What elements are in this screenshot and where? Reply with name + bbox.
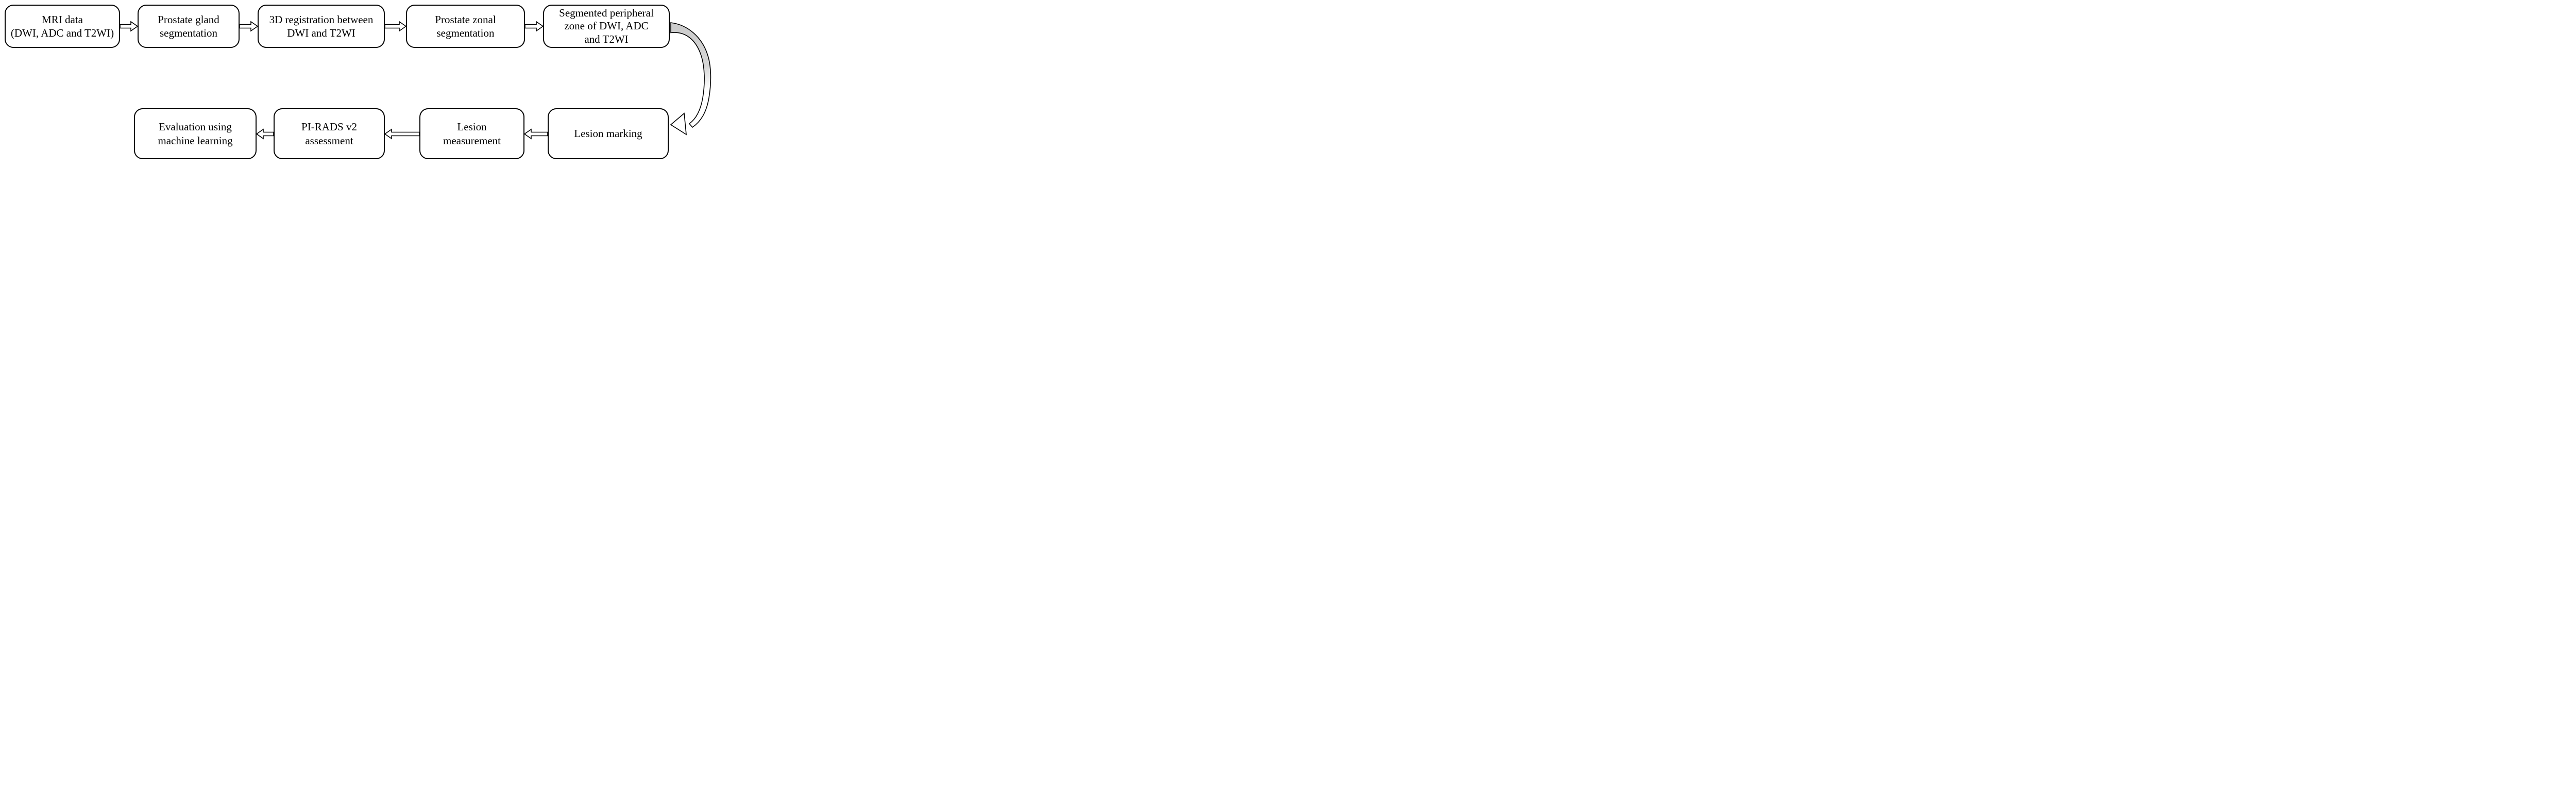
node-label-line: Evaluation using xyxy=(159,121,232,133)
curved-connector-arrowhead-icon xyxy=(670,112,687,136)
node-label-line: DWI and T2WI xyxy=(287,27,355,39)
node-label-line: Lesion xyxy=(457,121,487,133)
node-evaluation-machine-learning: Evaluation using machine learning xyxy=(134,108,257,159)
arrow-3d-registration-to-zonal-icon xyxy=(384,21,407,32)
node-label-line: 3D registration between xyxy=(269,13,374,26)
curved-connector-band xyxy=(670,22,711,128)
node-label-line: Prostate gland xyxy=(158,13,219,26)
node-prostate-gland-segmentation: Prostate gland segmentation xyxy=(138,5,240,48)
node-lesion-measurement: Lesion measurement xyxy=(419,108,524,159)
node-segmented-peripheral-zone: Segmented peripheral zone of DWI, ADC an… xyxy=(543,5,670,48)
node-pi-rads-v2-assessment: PI-RADS v2 assessment xyxy=(274,108,385,159)
node-label-line: Lesion marking xyxy=(574,127,642,140)
node-label-line: PI-RADS v2 xyxy=(301,121,357,133)
node-mri-data: MRI data (DWI, ADC and T2WI) xyxy=(5,5,120,48)
node-label-line: measurement xyxy=(443,134,501,147)
node-label-line: segmentation xyxy=(160,27,217,39)
node-label-line: and T2WI xyxy=(584,32,629,45)
arrow-marking-to-measurement-icon xyxy=(523,128,548,140)
node-3d-registration: 3D registration between DWI and T2WI xyxy=(258,5,385,48)
arrow-measurement-to-pirads-icon xyxy=(384,128,420,140)
node-label-line: machine learning xyxy=(158,134,233,147)
node-label-line: (DWI, ADC and T2WI) xyxy=(10,27,114,39)
node-label-line: assessment xyxy=(305,134,353,147)
node-label-line: segmentation xyxy=(436,27,495,39)
node-label-line: MRI data xyxy=(42,13,83,26)
node-prostate-zonal-segmentation: Prostate zonal segmentation xyxy=(406,5,525,48)
node-label-line: Prostate zonal xyxy=(435,13,496,26)
arrow-zonal-to-peripheral-zone-icon xyxy=(524,21,544,32)
node-lesion-marking: Lesion marking xyxy=(548,108,669,159)
arrow-pirads-to-evaluation-icon xyxy=(256,128,274,140)
node-label-line: Segmented peripheral xyxy=(559,7,654,20)
arrow-gland-to-3d-registration-icon xyxy=(239,21,259,32)
arrow-mri-to-gland-segmentation-icon xyxy=(120,21,139,32)
flowchart-canvas: MRI data (DWI, ADC and T2WI) Prostate gl… xyxy=(0,0,711,162)
node-label-line: zone of DWI, ADC xyxy=(564,20,649,32)
